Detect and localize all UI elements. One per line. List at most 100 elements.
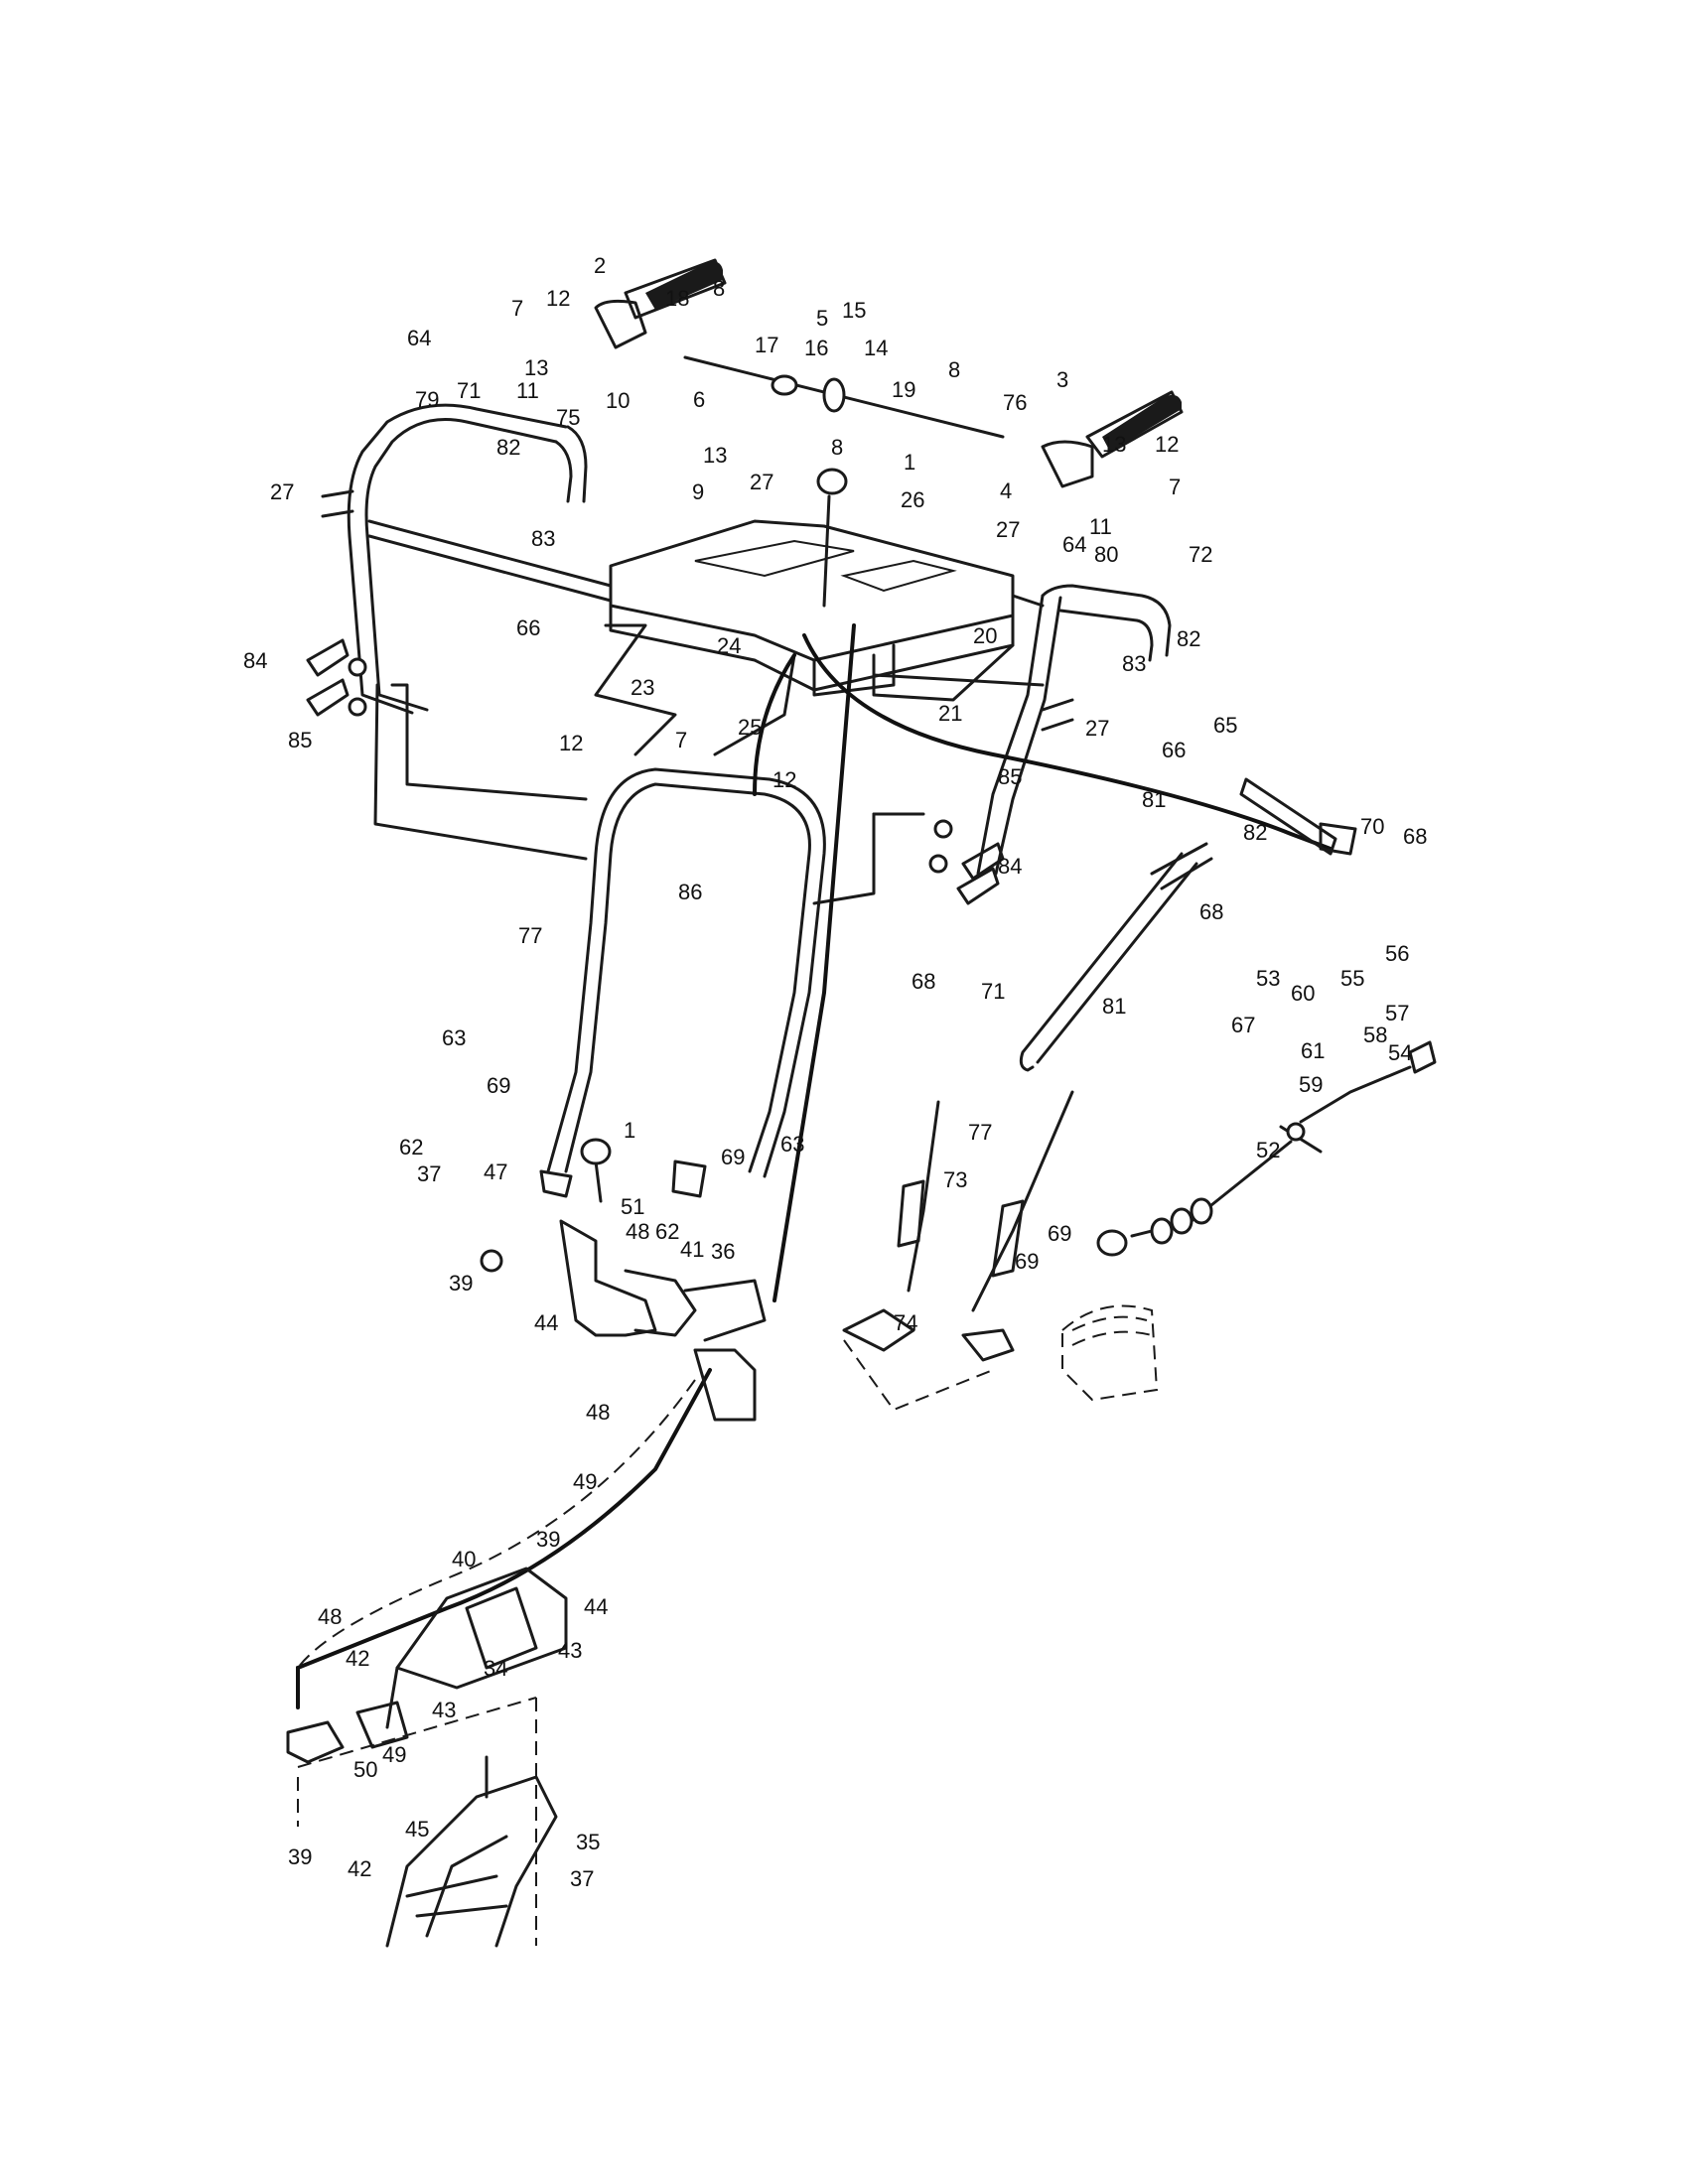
callout-58: 58 [1363,1023,1388,1047]
left-grip [594,258,727,349]
callout-12d: 12 [772,767,797,792]
callout-66b: 66 [1162,738,1187,762]
callout-82: 82 [496,435,521,460]
callout-55: 55 [1340,966,1365,991]
callout-13: 13 [524,355,549,380]
callout-76: 77 [518,923,543,948]
callout-85: 85 [288,728,313,752]
chute-lower [297,1697,558,1948]
callout-81: 81 [1102,994,1127,1019]
callout-36: 36 [711,1239,736,1264]
callout-48c: 48 [318,1604,343,1629]
callout-20: 18 [665,286,690,311]
callout-48: 48 [626,1219,650,1244]
callout-64b: 64 [1062,532,1087,557]
callout-57: 57 [1385,1001,1410,1025]
callout-62: 62 [399,1135,424,1160]
callout-77: 79 [415,387,440,412]
callout-42: 42 [348,1856,372,1881]
callout-61: 61 [1301,1038,1326,1063]
callout-8: 8 [713,276,726,301]
callout-18: 17 [755,333,779,357]
callout-12c: 12 [559,731,584,755]
callout-8b: 8 [948,357,961,382]
callout-53: 53 [1256,966,1281,991]
callout-84b: 84 [998,854,1023,879]
callout-51: 51 [621,1194,645,1219]
callout-24: 24 [717,633,742,658]
frame-lines [367,519,1045,905]
callout-11: 11 [516,378,539,403]
callout-40: 40 [452,1547,477,1571]
callout-19: 19 [892,377,916,402]
callout-82b: 82 [1177,626,1201,651]
callout-70: 69 [1048,1221,1072,1246]
callout-84: 84 [243,648,268,673]
callout-44: 44 [534,1310,559,1335]
right-bracket [1239,777,1357,856]
callout-69: 69 [487,1073,511,1098]
callout-27b: 27 [270,479,295,504]
callout-13b: 13 [1102,432,1127,457]
callout-73: 73 [943,1167,968,1192]
callout-3: 3 [1056,367,1069,392]
control-panel [609,519,1015,702]
callout-26: 26 [901,487,925,512]
callout-9: 9 [692,479,705,504]
callout-72: 71 [457,378,482,403]
callout-64: 64 [407,326,432,350]
callout-21: 20 [973,623,998,648]
callout-74: 74 [894,1310,918,1335]
engine-outline [1061,1304,1159,1402]
callout-4: 4 [1000,478,1013,503]
drive-cables [842,1090,1074,1412]
callout-17: 16 [804,336,829,360]
callout-68b: 68 [1199,899,1224,924]
crank [286,1701,409,1827]
callout-50: 50 [353,1757,378,1782]
left-upper-handle [347,403,588,715]
callout-79: 81 [1142,787,1167,812]
callout-63: 63 [442,1025,467,1050]
chute-bracket [480,1219,767,1422]
callout-75: 75 [556,405,581,430]
callout-78: 80 [1094,542,1119,567]
callout-60: 60 [1291,981,1316,1006]
control-rod [1019,842,1213,1072]
callout-49: 49 [573,1469,598,1494]
callout-86: 86 [678,880,703,904]
callout-39: 39 [449,1271,474,1296]
callout-69b: 69 [721,1145,746,1169]
callout-37: 37 [417,1161,442,1186]
callout-83b: 83 [1122,651,1147,676]
callout-71b: 71 [981,979,1006,1004]
shift-rod [580,468,848,1203]
right-grip [1041,390,1184,488]
callout-45: 45 [405,1817,430,1842]
callout-41: 41 [680,1237,705,1262]
callout-49b: 49 [382,1742,407,1767]
callout-63b: 63 [780,1132,805,1157]
right-linkage [1096,1040,1437,1257]
callout-27: 27 [750,470,774,494]
callout-65: 65 [1213,713,1238,738]
callout-39c: 39 [288,1844,313,1869]
callout-11b: 11 [1089,514,1112,539]
callout-5: 5 [816,306,829,331]
callout-27d: 27 [1085,716,1110,741]
knobs [306,638,1005,905]
callout-16: 13 [703,443,728,468]
callout-54: 54 [1388,1040,1413,1065]
callout-2: 2 [594,253,607,278]
cross-shaft [683,355,1005,439]
callout-15: 15 [842,298,867,323]
callout-8c: 8 [831,435,844,460]
callout-75b: 76 [1003,390,1028,415]
callout-1b: 1 [624,1118,636,1143]
callout-80: 82 [1243,820,1268,845]
callout-39b: 39 [536,1527,561,1552]
callout-22: 21 [938,701,963,726]
callout-75c: 77 [968,1120,993,1145]
callout-25: 25 [738,715,763,740]
